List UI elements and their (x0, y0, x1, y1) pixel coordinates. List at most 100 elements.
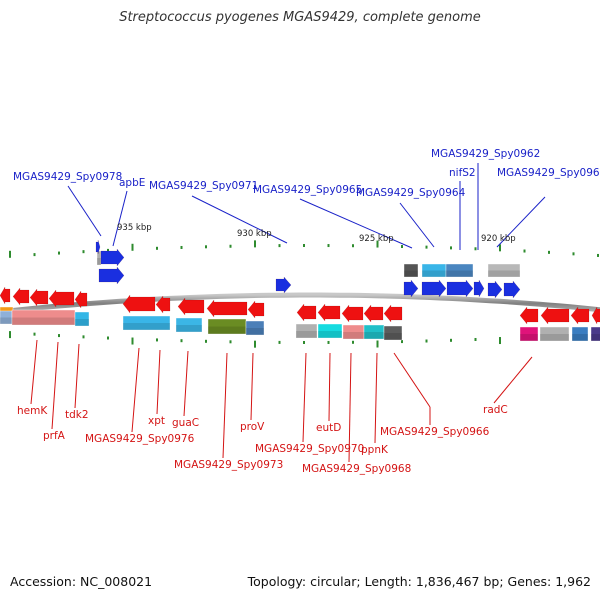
scale-tick (82, 335, 85, 339)
forward-gene-arrow[interactable] (98, 266, 125, 285)
feature-domain-box-shade (520, 334, 538, 341)
scale-tick (303, 244, 305, 248)
feature-domain-box-shade (384, 333, 402, 340)
gene-label-proV[interactable]: proV (240, 421, 265, 433)
scale-tick (327, 244, 330, 248)
reverse-gene-arrow[interactable] (383, 304, 403, 323)
gene-label-spy0968[interactable]: MGAS9429_Spy0968 (302, 463, 411, 475)
reverse-gene-arrow[interactable] (296, 303, 317, 322)
proV-leader-line (250, 352, 254, 421)
scale-tick (401, 340, 403, 344)
spy0965-leader-line (299, 198, 413, 249)
gene-label-spy0966[interactable]: MGAS9429_Spy0966 (380, 426, 490, 438)
gene-label-tdk2[interactable]: tdk2 (65, 409, 89, 421)
forward-gene-arrow[interactable] (446, 279, 474, 298)
scale-tick (254, 240, 256, 248)
reverse-gene-arrow[interactable] (247, 300, 265, 319)
feature-domain-box-shade (572, 334, 588, 341)
gene-label-spy0962[interactable]: MGAS9429_Spy0962 (431, 148, 540, 160)
forward-gene-arrow[interactable] (473, 279, 485, 298)
spy0968-leader-line (348, 352, 352, 463)
scale-tick (9, 331, 11, 339)
scale-tick (327, 340, 330, 344)
gene-label-spy0978[interactable]: MGAS9429_Spy0978 (13, 171, 122, 183)
forward-gene-arrow[interactable] (275, 276, 292, 294)
forward-gene-arrow[interactable] (95, 239, 101, 255)
gene-label-spy0964[interactable]: MGAS9429_Spy0964 (356, 187, 466, 199)
spy0970-leader-line (302, 352, 307, 443)
reverse-gene-arrow[interactable] (177, 297, 205, 316)
scale-tick (450, 246, 452, 250)
scale-tick (474, 247, 477, 251)
scale-tick (523, 249, 526, 253)
xpt-leader-line (156, 349, 161, 415)
forward-gene-arrow[interactable] (403, 279, 419, 298)
scale-tick (107, 248, 109, 252)
scale-label-935: 935 kbp (117, 223, 152, 233)
spy0978-leader-line (67, 185, 102, 237)
gene-label-spy0971[interactable]: MGAS9429_Spy0971 (149, 180, 258, 192)
reverse-gene-arrow[interactable] (317, 303, 341, 322)
feature-domain-box (383, 325, 403, 341)
scale-tick (131, 337, 134, 345)
gene-label-eutD[interactable]: eutD (316, 422, 341, 434)
scale-tick (82, 250, 85, 254)
reverse-gene-arrow[interactable] (363, 304, 384, 323)
feature-domain-box (445, 263, 474, 278)
gene-label-xpt[interactable]: xpt (148, 415, 165, 427)
gene-label-guaC[interactable]: guaC (172, 417, 199, 429)
forward-gene-arrow[interactable] (421, 279, 447, 298)
scale-tick (474, 337, 477, 341)
reverse-gene-arrow[interactable] (0, 286, 11, 305)
reverse-gene-arrow[interactable] (341, 304, 364, 323)
feature-domain-box (175, 317, 203, 333)
reverse-gene-arrow[interactable] (48, 289, 75, 308)
reverse-gene-arrow[interactable] (12, 287, 30, 306)
feature-domain-box (403, 263, 419, 278)
scale-tick (156, 246, 158, 250)
guaC-leader-line (183, 350, 189, 417)
reverse-gene-arrow[interactable] (122, 294, 156, 314)
scale-label-925: 925 kbp (359, 234, 394, 244)
gene-label-prfA[interactable]: prfA (43, 430, 66, 442)
forward-gene-arrow[interactable] (100, 248, 125, 267)
feature-domain-box-shade (422, 270, 446, 277)
radC-leader-line (493, 356, 533, 404)
reverse-gene-arrow[interactable] (74, 290, 88, 309)
gene-label-apbE[interactable]: apbE (119, 177, 145, 189)
gene-label-ppnK[interactable]: ppnK (361, 444, 389, 456)
gene-label-nifS2[interactable]: nifS2 (449, 167, 476, 179)
gene-label-spy0970[interactable]: MGAS9429_Spy0970 (255, 443, 364, 455)
spy0966-leader-line (393, 352, 431, 408)
reverse-gene-arrow[interactable] (591, 306, 600, 325)
scale-tick (499, 337, 501, 345)
gene-label-spy0961[interactable]: MGAS9429_Spy0961 (497, 167, 600, 179)
chromosome-backbone (0, 292, 600, 315)
hemK-leader-line (30, 339, 38, 405)
reverse-gene-arrow[interactable] (519, 306, 539, 325)
scale-tick (33, 332, 36, 336)
scale-tick (303, 340, 305, 344)
gene-label-radC[interactable]: radC (483, 404, 508, 416)
feature-domain-box (590, 326, 600, 342)
reverse-gene-arrow[interactable] (29, 288, 49, 307)
reverse-gene-arrow[interactable] (206, 299, 248, 318)
forward-gene-arrow[interactable] (503, 280, 521, 299)
feature-domain-box-shade (591, 334, 600, 341)
gene-label-hemK[interactable]: hemK (17, 405, 48, 417)
reverse-gene-arrow[interactable] (570, 306, 590, 325)
gene-label-spy0973[interactable]: MGAS9429_Spy0973 (174, 459, 283, 471)
scale-tick (376, 240, 379, 248)
scale-tick (278, 340, 281, 344)
feature-domain-box-shade (488, 270, 520, 277)
feature-domain-box-shade (404, 270, 418, 277)
feature-domain-box (539, 326, 570, 342)
gene-label-spy0965[interactable]: MGAS9429_Spy0965 (253, 184, 362, 196)
scale-tick (156, 338, 158, 342)
scale-tick (572, 252, 575, 256)
gene-label-spy0976[interactable]: MGAS9429_Spy0976 (85, 433, 195, 445)
forward-gene-arrow[interactable] (487, 280, 503, 299)
reverse-gene-arrow[interactable] (155, 295, 171, 314)
reverse-gene-arrow[interactable] (540, 306, 570, 325)
feature-domain-box-shade (12, 317, 75, 325)
